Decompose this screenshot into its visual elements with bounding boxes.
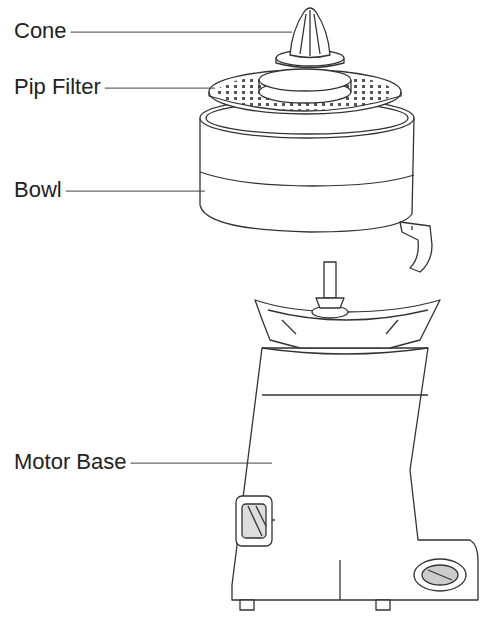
leader-line — [66, 191, 205, 192]
part-label: Motor Base — [14, 451, 127, 473]
cone — [276, 8, 344, 68]
pip-filter — [209, 69, 401, 114]
leader-line — [71, 32, 292, 33]
part-label: Cone — [14, 20, 67, 42]
bowl — [200, 98, 432, 272]
motor-base — [232, 262, 478, 610]
part-label: Bowl — [14, 179, 62, 201]
leader-line — [105, 88, 215, 89]
leader-line — [131, 463, 273, 464]
part-label: Pip Filter — [14, 76, 101, 98]
